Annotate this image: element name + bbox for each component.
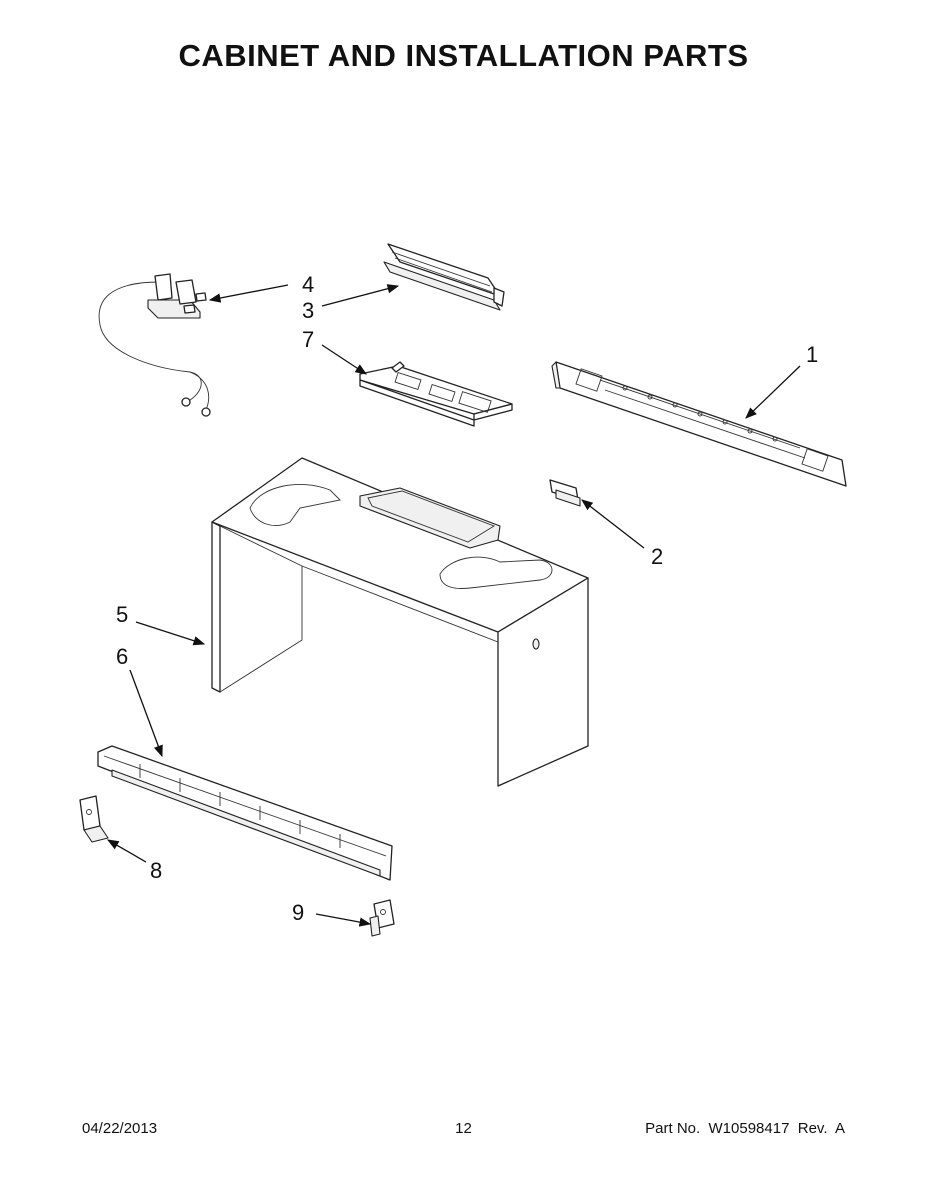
leader-5 bbox=[135, 621, 206, 646]
callout-5: 5 bbox=[116, 602, 128, 627]
leader-9 bbox=[315, 913, 372, 927]
callout-4: 4 bbox=[302, 272, 314, 297]
leader-7 bbox=[321, 344, 367, 375]
callout-8: 8 bbox=[150, 858, 162, 883]
leader-6 bbox=[129, 669, 163, 758]
part-9-bracket[interactable] bbox=[369, 899, 395, 937]
part-8-bracket[interactable] bbox=[79, 795, 109, 843]
callout-9: 9 bbox=[292, 900, 304, 925]
part-4-power-cord[interactable] bbox=[98, 273, 211, 417]
footer-date: 04/22/2013 bbox=[82, 1120, 158, 1137]
leader-lines bbox=[106, 284, 801, 927]
leader-3 bbox=[321, 284, 400, 307]
part-7-bracket[interactable] bbox=[359, 361, 513, 427]
part-2-small-bracket[interactable] bbox=[549, 479, 581, 507]
leader-2 bbox=[581, 499, 645, 549]
leader-4 bbox=[208, 284, 289, 303]
callout-1: 1 bbox=[806, 342, 818, 367]
part-3-damper[interactable] bbox=[383, 243, 505, 311]
page-title: CABINET AND INSTALLATION PARTS bbox=[178, 38, 749, 73]
callout-3: 3 bbox=[302, 298, 314, 323]
callout-7: 7 bbox=[302, 327, 314, 352]
part-1-mounting-plate[interactable] bbox=[551, 361, 847, 487]
footer-page-number: 12 bbox=[455, 1120, 472, 1137]
part-5-cabinet[interactable] bbox=[211, 457, 589, 787]
leader-8 bbox=[106, 839, 147, 863]
footer-part-number: Part No. W10598417 Rev. A bbox=[645, 1120, 845, 1137]
callout-2: 2 bbox=[651, 544, 663, 569]
callout-6: 6 bbox=[116, 644, 128, 669]
part-6-trim[interactable] bbox=[97, 745, 393, 881]
leader-1 bbox=[745, 365, 801, 419]
